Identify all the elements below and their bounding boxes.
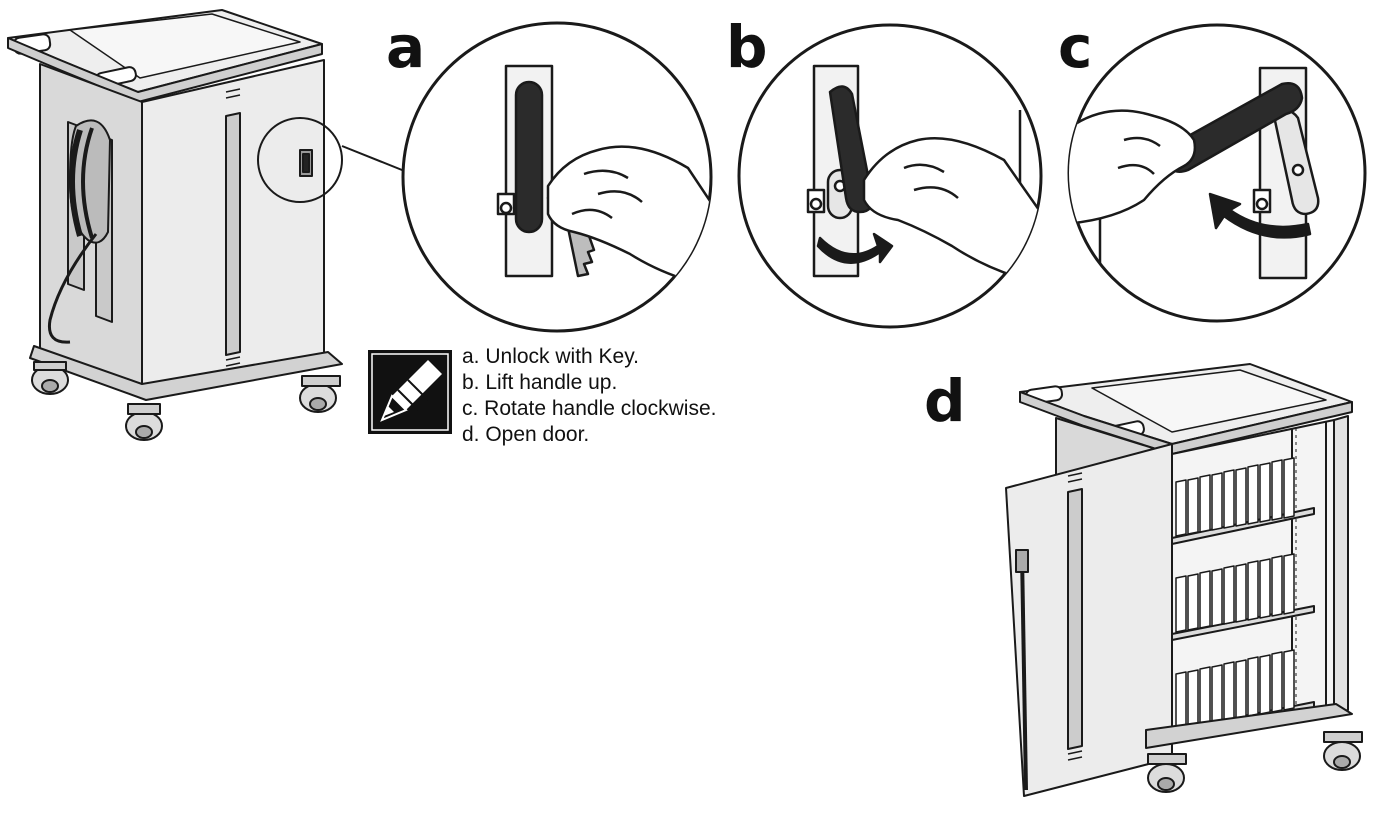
step-c-detail — [1064, 20, 1370, 326]
closed-cart-illustration — [0, 0, 380, 460]
step-instructions-list: a. Unlock with Key. b. Lift handle up. c… — [462, 344, 716, 448]
step-c-text: c. Rotate handle clockwise. — [462, 396, 716, 422]
step-d-text: d. Open door. — [462, 422, 716, 448]
step-a-detail — [398, 18, 716, 336]
step-b-text: b. Lift handle up. — [462, 370, 716, 396]
pencil-note-icon — [368, 350, 452, 434]
step-a-text: a. Unlock with Key. — [462, 344, 716, 370]
open-cart-illustration — [996, 358, 1370, 814]
step-d-letter: d — [924, 372, 966, 430]
step-b-detail — [734, 20, 1046, 332]
device-shelves — [1172, 458, 1314, 736]
lock-handle — [516, 82, 542, 232]
